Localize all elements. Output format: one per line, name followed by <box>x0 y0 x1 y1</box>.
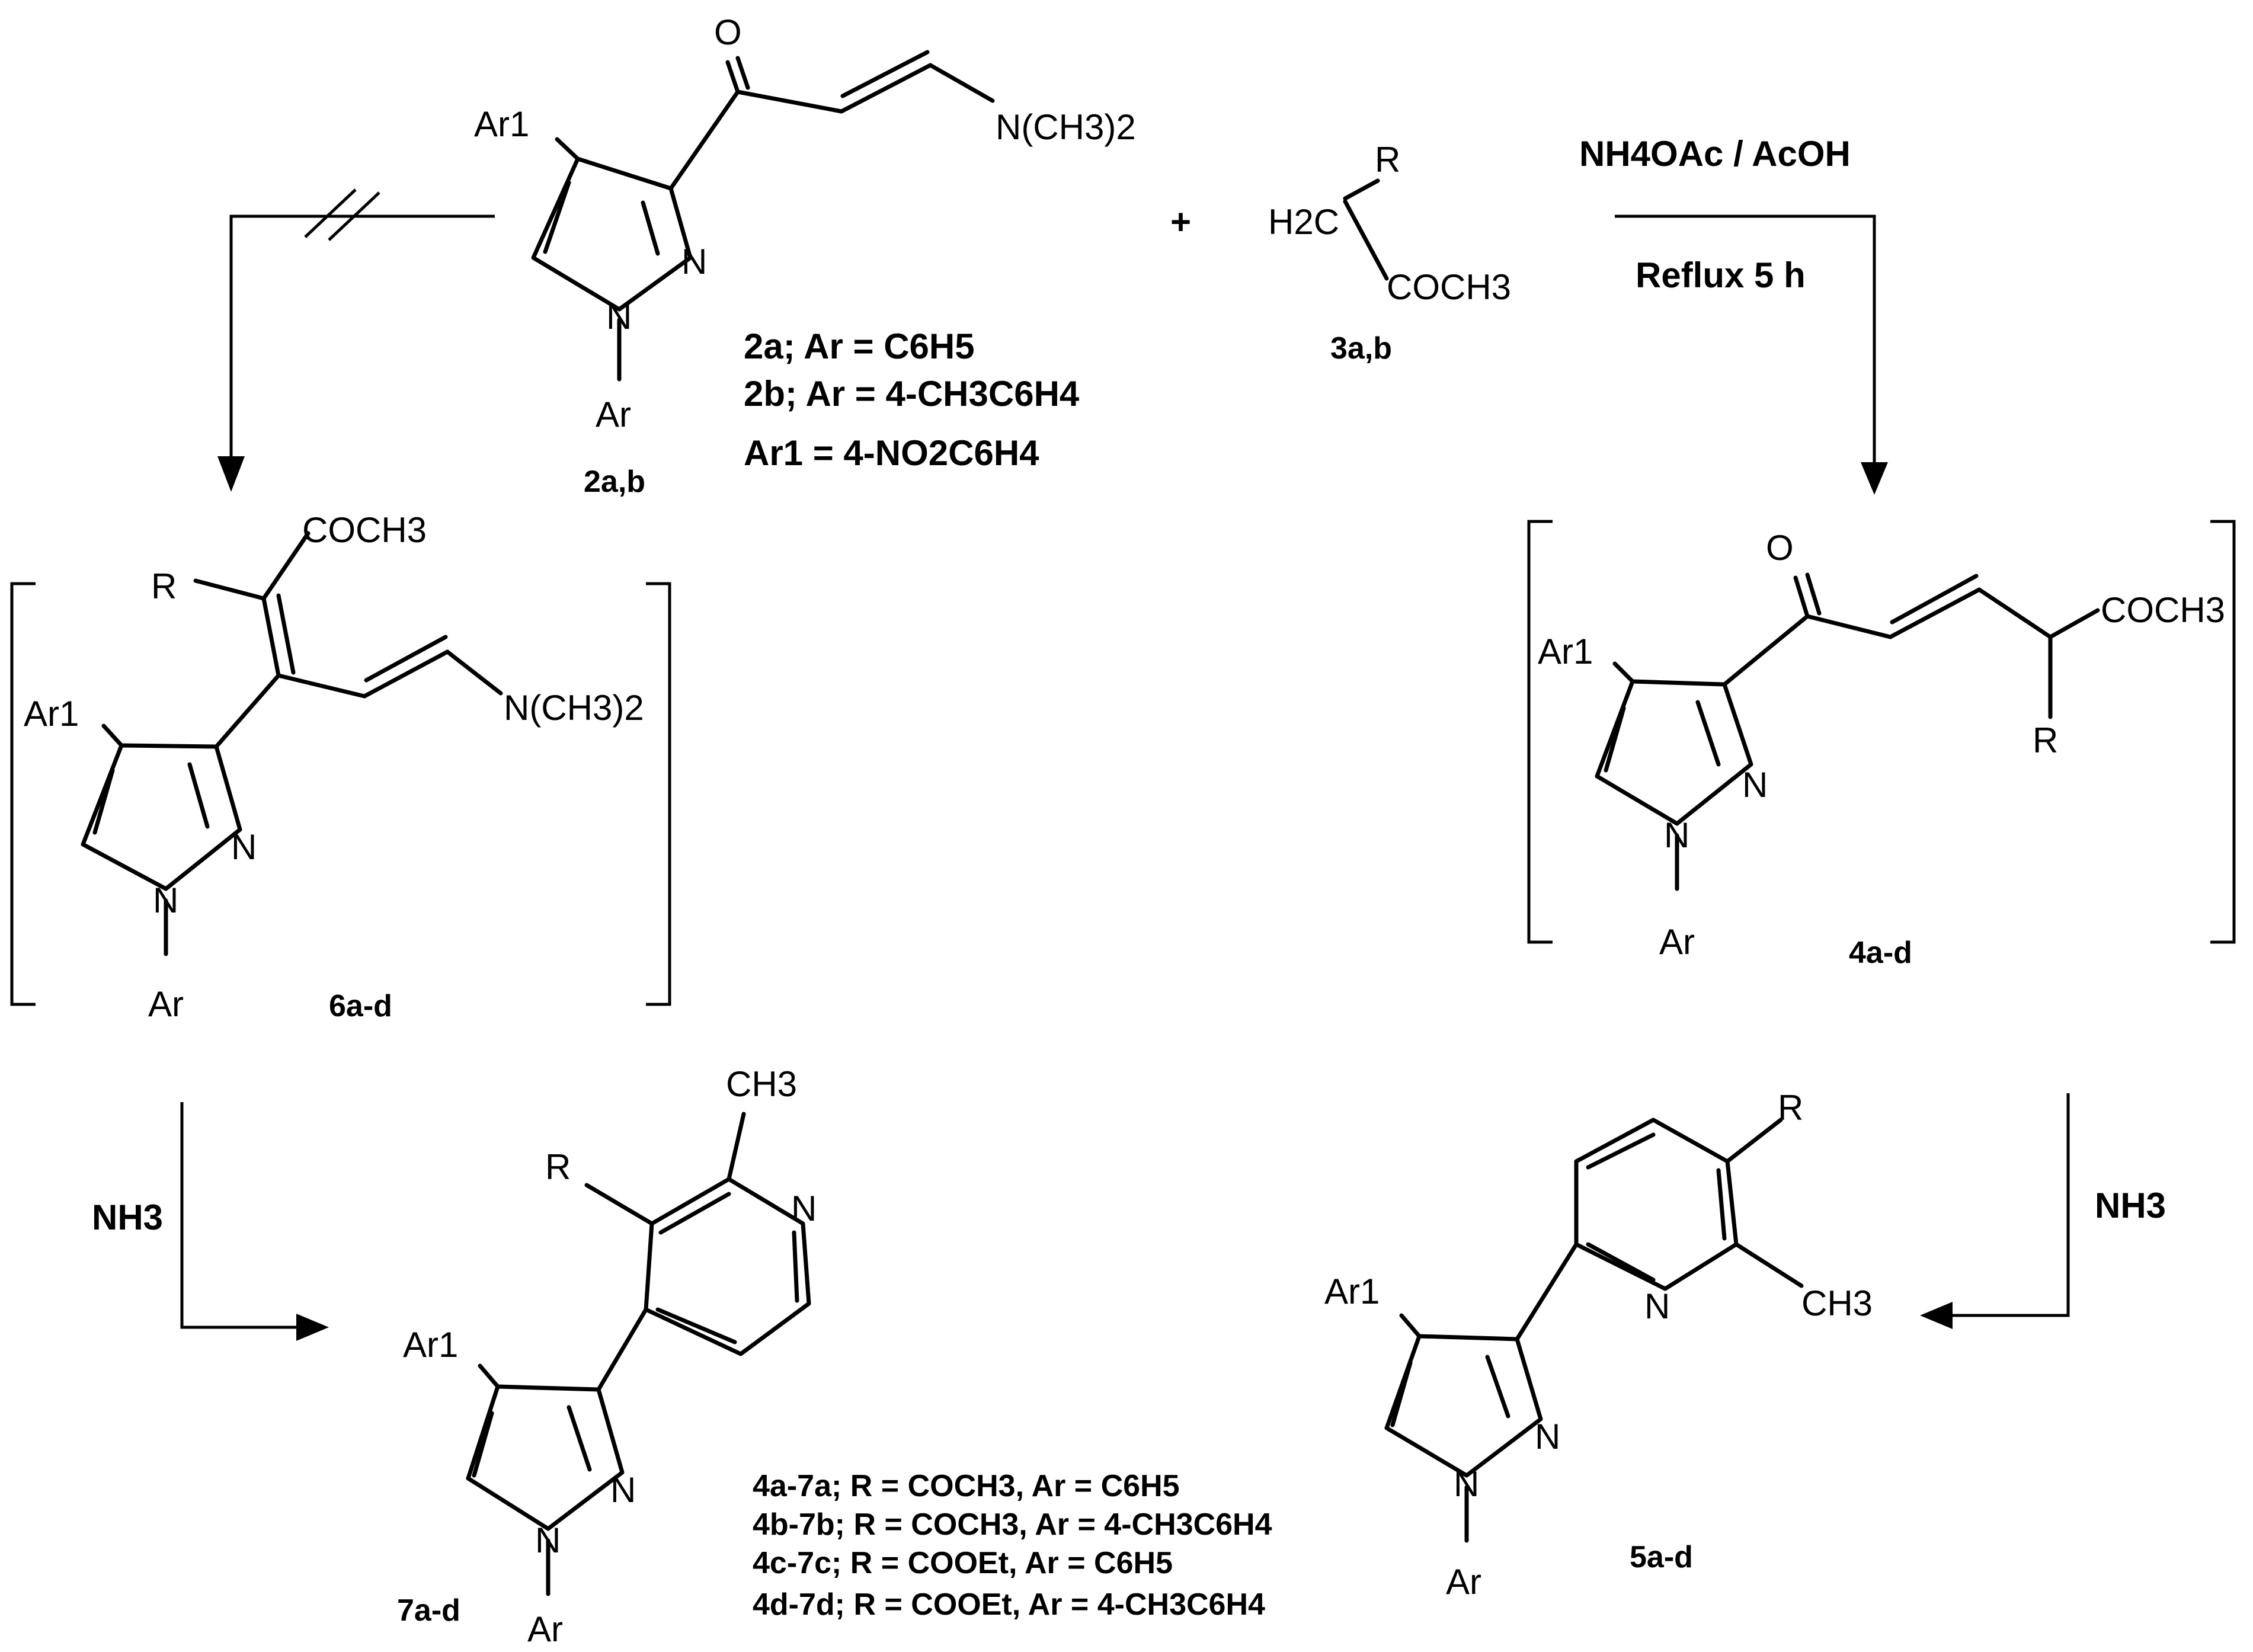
c2-n-atom: N <box>681 242 707 281</box>
plus-sign: + <box>1170 202 1191 242</box>
compound-2: Ar1 O N(CH3)2 N N Ar 2a,b <box>474 12 1136 499</box>
c5-n-pyridine: N <box>1644 1286 1670 1326</box>
legend-47-line: 4a-7a; R = COCH3, Ar = C6H5 <box>753 1469 1180 1503</box>
c7-n1-atom: N <box>535 1520 561 1560</box>
reflux-reagent-label: NH4OAc / AcOH <box>1579 134 1851 174</box>
compound-7: CH3 R N Ar1 N N Ar 7a-d <box>397 1064 817 1649</box>
c3-acetyl-label: COCH3 <box>1387 267 1511 307</box>
c7-n-pyridine: N <box>791 1189 817 1228</box>
ammonia-label-left: NH3 <box>92 1198 163 1237</box>
legend-2: 2a; Ar = C6H5 2b; Ar = 4-CH3C6H4 Ar1 = 4… <box>744 326 1080 473</box>
ammonia-label-right: NH3 <box>2095 1186 2166 1225</box>
c7-ar1-label: Ar1 <box>403 1325 458 1365</box>
c5-n1-atom: N <box>1454 1464 1479 1504</box>
c3-id: 3a,b <box>1330 331 1392 366</box>
arrowhead-icon <box>296 1314 329 1341</box>
c7-r-label: R <box>545 1147 571 1187</box>
c5-r-label: R <box>1778 1088 1803 1128</box>
compound-4: O COCH3 R Ar1 N N Ar 4a-d <box>1527 520 2236 970</box>
c4-ar1-label: Ar1 <box>1538 632 1593 671</box>
c5-id: 5a-d <box>1630 1540 1693 1574</box>
c4-n1-atom: N <box>1664 815 1689 855</box>
c4-acetyl-label: COCH3 <box>2101 590 2225 630</box>
c6-acetyl-label: COCH3 <box>302 510 427 550</box>
arrowhead-icon <box>217 456 245 492</box>
c6-id: 6a-d <box>329 989 392 1023</box>
legend-4-7: 4a-7a; R = COCH3, Ar = C6H5 4b-7b; R = C… <box>753 1469 1272 1622</box>
blocked-arrow[interactable] <box>217 188 495 492</box>
compound-5: R N CH3 Ar1 N N Ar 5a-d <box>1324 1088 1873 1602</box>
c4-r-label: R <box>2033 721 2058 760</box>
legend-2-line: 2b; Ar = 4-CH3C6H4 <box>744 374 1080 414</box>
c6-n-atom: N <box>231 827 257 867</box>
c5-ar1-label: Ar1 <box>1324 1272 1380 1311</box>
c2-id: 2a,b <box>584 465 645 499</box>
legend-2-line: 2a; Ar = C6H5 <box>744 326 975 366</box>
c4-o-atom: O <box>1766 528 1794 568</box>
c2-amine-label: N(CH3)2 <box>996 107 1136 147</box>
c7-ar-label: Ar <box>527 1609 563 1649</box>
c2-ar-label: Ar <box>596 395 631 434</box>
c6-ar1-label: Ar1 <box>24 694 79 734</box>
ammonia-arrow-right[interactable]: NH3 <box>1920 1093 2166 1329</box>
c4-n-atom: N <box>1742 765 1768 805</box>
c7-id: 7a-d <box>397 1593 460 1628</box>
c7-methyl-label: CH3 <box>726 1064 797 1104</box>
c2-o-atom: O <box>714 12 742 52</box>
reflux-arrow[interactable]: NH4OAc / AcOH Reflux 5 h <box>1579 134 1888 495</box>
arrowhead-icon <box>1920 1302 1953 1329</box>
legend-47-line: 4b-7b; R = COCH3, Ar = 4-CH3C6H4 <box>753 1507 1272 1542</box>
c5-n-atom: N <box>1535 1417 1560 1456</box>
c5-ar-label: Ar <box>1446 1562 1481 1602</box>
c6-n1-atom: N <box>153 881 178 920</box>
arrowhead-icon <box>1861 462 1888 495</box>
legend-47-line: 4d-7d; R = COOEt, Ar = 4-CH3C6H4 <box>753 1587 1265 1622</box>
c5-methyl-label: CH3 <box>1801 1283 1873 1323</box>
c3-ch2-label: H2C <box>1268 202 1339 242</box>
c6-r-label: R <box>151 566 177 606</box>
c6-ar-label: Ar <box>148 984 184 1024</box>
ammonia-arrow-left[interactable]: NH3 <box>92 1102 329 1341</box>
c4-ar-label: Ar <box>1659 922 1695 962</box>
c4-id: 4a-d <box>1849 936 1912 970</box>
legend-2-line: Ar1 = 4-NO2C6H4 <box>744 433 1039 473</box>
reflux-condition-label: Reflux 5 h <box>1636 255 1806 295</box>
compound-3: R H2C COCH3 3a,b <box>1268 140 1511 366</box>
c6-amine-label: N(CH3)2 <box>504 688 644 728</box>
legend-47-line: 4c-7c; R = COOEt, Ar = C6H5 <box>753 1546 1173 1580</box>
c3-r-label: R <box>1375 140 1400 180</box>
c7-n-atom: N <box>610 1470 636 1510</box>
compound-6: COCH3 R Ar1 N(CH3)2 N N Ar 6a-d <box>10 510 671 1024</box>
c2-n1-atom: N <box>606 297 632 337</box>
c2-ar1-label: Ar1 <box>474 104 529 144</box>
